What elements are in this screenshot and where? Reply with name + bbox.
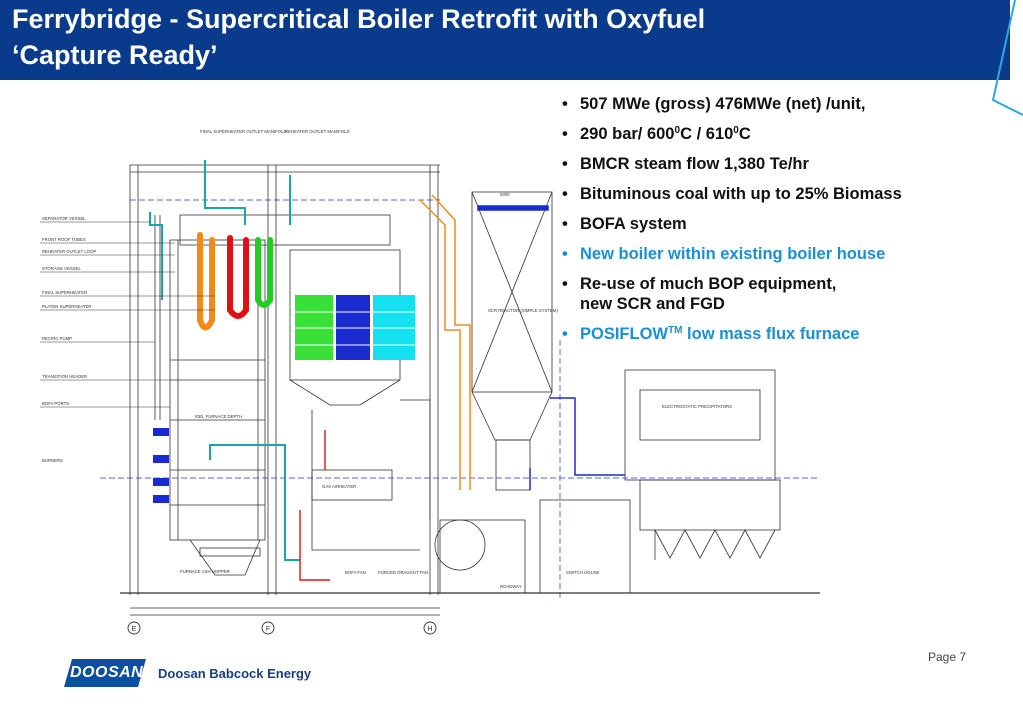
bullet-item: Bituminous coal with up to 25% Biomass <box>560 184 1010 204</box>
label-furnace-depth: IDEL FURNACE DEPTH <box>195 414 242 419</box>
label-forced-draught-fan: FORCED DRAUGHT FAN <box>378 570 428 575</box>
superscript: TM <box>668 325 683 336</box>
label-front-roof: FRONT ROOF TUBES <box>42 237 86 242</box>
boiler-diagram: E F H SEPARATOR VESSEL FRONT ROOF TUBES … <box>40 129 820 635</box>
reheater-loop <box>255 237 273 308</box>
label-storage-vessel: STORAGE VESSEL <box>42 266 81 271</box>
doosan-logo <box>64 659 146 687</box>
bullet-item: POSIFLOWTM low mass flux furnace <box>560 324 1010 344</box>
grid-marker-e: E <box>132 626 137 633</box>
company-name: Doosan Babcock Energy <box>158 666 312 681</box>
bullet-item: 290 bar/ 6000C / 6100C <box>560 124 1010 144</box>
bullet-text: new SCR and FGD <box>580 295 725 313</box>
final-superheater-loop <box>227 235 249 319</box>
label-transition-header: TRANSITION HEADER <box>42 374 87 379</box>
platen-superheater-loop <box>197 232 215 331</box>
label-roadway: ROADWAY <box>500 584 522 589</box>
label-final-superheater: FINAL SUPERHEATER <box>42 290 87 295</box>
bullet-text: Re-use of much BOP equipment, <box>580 275 837 293</box>
bullet-item: BMCR steam flow 1,380 Te/hr <box>560 154 1010 174</box>
bullet-text: New boiler within existing boiler house <box>580 245 886 263</box>
superscript: 0 <box>674 125 681 136</box>
label-platen-superheater: PLATEN SUPERHEATER <box>42 304 92 309</box>
label-burners: BURNERS <box>42 458 63 463</box>
title-bar-shape <box>0 0 1010 80</box>
bullet-text: low mass flux furnace <box>682 325 860 343</box>
bullet-list: 507 MWe (gross) 476MWe (net) /unit, 290 … <box>560 94 1010 354</box>
title-bar <box>0 0 1010 80</box>
label-bofa-fan: BOFA FAN <box>345 570 366 575</box>
superscript: 0 <box>733 125 739 136</box>
label-bofa-ports: BOFA PORTS <box>42 401 69 406</box>
bullet-text: BMCR steam flow 1,380 Te/hr <box>580 155 809 173</box>
grid-marker-h: H <box>427 626 432 633</box>
label-final-sh-outlet: FINAL SUPERHEATER OUTLET MANIFOLD <box>200 129 287 134</box>
slide-title: Ferrybridge - Supercritical Boiler Retro… <box>12 4 706 34</box>
label-separator-vessel: SEPARATOR VESSEL <box>42 216 86 221</box>
bullet-item: 507 MWe (gross) 476MWe (net) /unit, <box>560 94 1010 114</box>
label-reheater-outlet: REHEATER OUTLET MANIFOLD <box>285 129 350 134</box>
label-reheater-outlet-loop: REHEATER OUTLET LOOP <box>42 249 96 254</box>
bullet-text: 290 bar/ 600 <box>580 125 675 143</box>
label-esp: ELECTROSTATIC PRECIPITATORS <box>662 404 732 409</box>
label-gas-airheater: GAS AIRHEATER <box>322 484 356 489</box>
label-ash-hopper: FURNACE ASH HOPPER <box>180 569 230 574</box>
bullet-text: C <box>738 125 751 143</box>
page-number: Page 7 <box>928 650 967 664</box>
bullet-text: BOFA system <box>580 215 687 233</box>
bullet-text: POSIFLOW <box>580 325 668 343</box>
bullet-item: New boiler within existing boiler house <box>560 244 1010 264</box>
label-scr: SCR REACTOR (SIMPLE SYSTEM) <box>488 308 558 313</box>
logo-text: DOOSAN <box>70 664 144 681</box>
grid-marker-f: F <box>266 626 270 633</box>
bullet-text: 507 MWe (gross) 476MWe (net) /unit, <box>580 95 866 113</box>
label-dim: 9300 <box>500 192 510 197</box>
label-recirc-pump: RECIRC PUMP <box>42 336 72 341</box>
bullet-item: Re-use of much BOP equipment, new SCR and… <box>560 274 1010 314</box>
slide-subtitle: ‘Capture Ready’ <box>12 40 218 70</box>
bullet-text: C / 610 <box>680 125 734 143</box>
bullet-text: Bituminous coal with up to 25% Biomass <box>580 185 902 203</box>
label-switch-house: SWITCH HOUSE <box>566 570 600 575</box>
bullet-item: BOFA system <box>560 214 1010 234</box>
